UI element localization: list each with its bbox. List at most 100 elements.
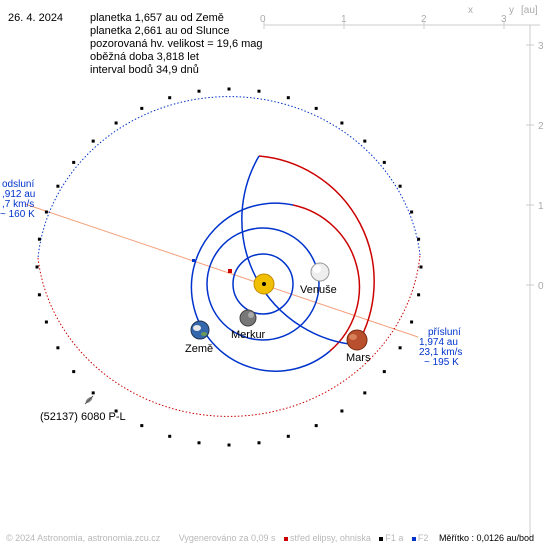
focus-f2-marker — [192, 259, 195, 262]
apsis-line — [24, 203, 419, 338]
y-tick-0: 0 — [538, 281, 544, 292]
center-marker-icon — [283, 536, 288, 541]
orbit-point — [340, 409, 344, 413]
y-tick-1: 1 — [538, 201, 544, 212]
footer-copyright[interactable]: © 2024 Astronomia, astronomia.zcu.cz — [6, 533, 161, 543]
orbit-point — [44, 320, 48, 324]
x-tick-0: 0 — [260, 14, 266, 25]
orbit-point — [197, 441, 201, 445]
orbit-point — [37, 237, 41, 241]
perihelion-title: přísluní — [428, 327, 461, 338]
orbit-point — [72, 160, 76, 164]
mercury-icon — [239, 309, 257, 327]
orbit-point — [257, 441, 261, 445]
earth-label: Země — [185, 343, 213, 355]
orbit-point — [286, 96, 290, 100]
info-magnitude: pozorovaná hv. velikost = 19,6 mag — [90, 38, 263, 50]
orbit-point — [398, 346, 402, 350]
unit-label: [au] — [521, 5, 538, 16]
mars-label: Mars — [346, 352, 371, 364]
x-axis-label: x — [468, 5, 473, 16]
footer-scale: Měřítko : 0,0126 au/bod — [438, 533, 534, 543]
info-panel: planetka 1,657 au od Země planetka 2,661… — [90, 12, 263, 77]
aphelion-distance: ,912 au — [2, 189, 35, 200]
footer-center-legend: střed elipsy, ohniska — [289, 533, 371, 543]
footer: © 2024 Astronomia, astronomia.zcu.cz Vyg… — [6, 533, 534, 543]
asteroid-position-points — [35, 87, 423, 447]
orbit-point — [168, 434, 172, 438]
orbit-point — [419, 265, 423, 269]
aphelion-title: odsluní — [2, 179, 34, 190]
orbit-point — [91, 139, 95, 143]
orbit-point — [140, 106, 144, 110]
orbit-point — [56, 346, 60, 350]
orbit-point — [72, 370, 76, 374]
y-tick-2: 2 — [538, 121, 544, 132]
mars-orbit-near — [241, 155, 358, 346]
earth-orbit-far — [292, 204, 361, 352]
orbit-point — [314, 106, 318, 110]
orbit-point — [114, 121, 118, 125]
orbit-point — [363, 139, 367, 143]
mercury-label: Merkur — [231, 329, 266, 341]
aphelion-speed: ,7 km/s — [2, 199, 34, 210]
orbit-point — [286, 434, 290, 438]
orbit-point — [227, 87, 231, 91]
mars-icon — [346, 329, 368, 351]
orbit-point — [35, 265, 39, 269]
x-tick-1: 1 — [341, 14, 347, 25]
orbit-point — [363, 391, 367, 395]
mars-orbit-far — [258, 155, 375, 346]
orbit-point — [37, 293, 41, 297]
orbit-point — [257, 89, 261, 93]
aphelion-temp: ~ 160 K — [0, 209, 35, 220]
orbit-point — [340, 121, 344, 125]
ellipse-center-marker — [228, 269, 232, 273]
orbit-point — [227, 443, 231, 447]
orbit-point — [398, 184, 402, 188]
focus-f1-icon — [379, 536, 384, 541]
focus-f2-icon — [411, 536, 416, 541]
coordinate-axes — [263, 21, 540, 540]
orbit-point — [410, 210, 414, 214]
mercury-orbit — [232, 253, 294, 315]
orbit-point — [140, 424, 144, 428]
orbit-point — [417, 237, 421, 241]
perihelion-distance: 1,974 au — [419, 337, 458, 348]
x-tick-2: 2 — [421, 14, 427, 25]
orbit-point — [56, 184, 60, 188]
x-tick-3: 3 — [501, 14, 507, 25]
date-label: 26. 4. 2024 — [8, 12, 64, 24]
footer-f1-legend: F1 a — [385, 533, 404, 543]
asteroid-orbit-near — [37, 96, 421, 259]
perihelion-temp: ~ 195 K — [424, 357, 459, 368]
venus-label: Venuše — [300, 284, 337, 296]
asteroid-orbit-far — [37, 254, 421, 417]
perihelion-speed: 23,1 km/s — [419, 347, 462, 358]
orbit-point — [382, 160, 386, 164]
orbit-point — [410, 320, 414, 324]
orbit-point — [168, 96, 172, 100]
footer-generated: Vygenerováno za 0,09 s — [178, 533, 276, 543]
info-sun-distance: planetka 2,661 au od Slunce — [90, 25, 230, 37]
orbit-point — [314, 424, 318, 428]
orbit-point — [44, 210, 48, 214]
y-axis-label: y — [509, 5, 514, 16]
earth-icon — [190, 320, 210, 340]
sun-icon — [253, 273, 275, 295]
venus-orbit — [206, 227, 320, 341]
y-tick-3: 3 — [538, 41, 544, 52]
orbit-point — [417, 293, 421, 297]
asteroid-label: (52137) 6080 P-L — [40, 411, 126, 423]
info-point-interval: interval bodů 34,9 dnů — [90, 64, 199, 76]
info-orbital-period: oběžná doba 3,818 let — [90, 51, 199, 63]
footer-f2-legend: F2 — [417, 533, 429, 543]
orbit-point — [197, 89, 201, 93]
orbit-point — [114, 409, 118, 413]
orbit-point — [382, 370, 386, 374]
venus-icon — [310, 262, 330, 282]
orbit-point — [91, 391, 95, 395]
info-earth-distance: planetka 1,657 au od Země — [90, 12, 224, 24]
asteroid-icon — [84, 395, 94, 405]
